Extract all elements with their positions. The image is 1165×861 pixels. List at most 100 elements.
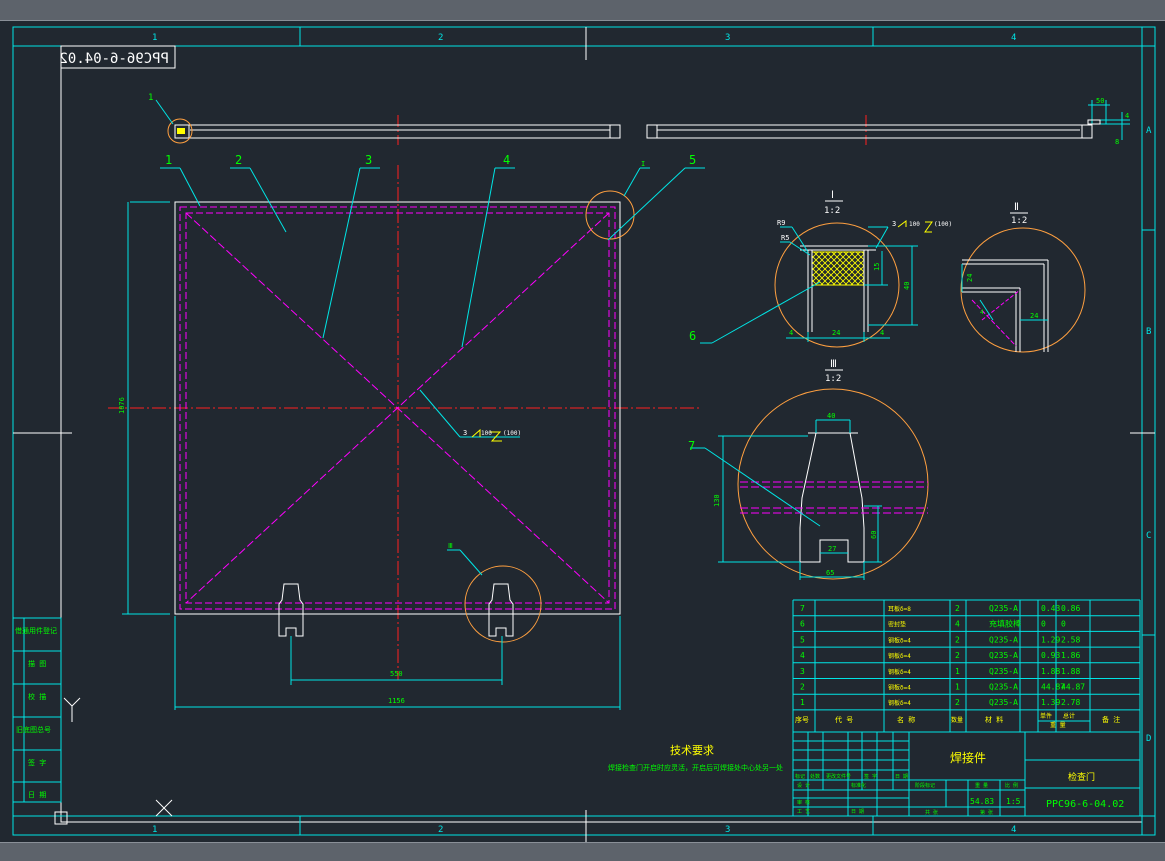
bom-row-weight-total: 1.88: [1061, 667, 1080, 676]
svg-text:日 期: 日 期: [895, 774, 908, 780]
bom-row-qty: 2: [955, 635, 960, 644]
bom-row-weight-single: 1.39: [1041, 698, 1060, 707]
svg-text:PPC96-6-04.02: PPC96-6-04.02: [59, 51, 169, 67]
svg-text:1:2: 1:2: [825, 374, 841, 384]
strip-label-5: 签 字: [28, 758, 46, 767]
bom-row-weight-total: 0: [1061, 620, 1066, 629]
bom-row-weight-single: 1.88: [1041, 667, 1060, 676]
bom-row-weight-total: 1.86: [1061, 651, 1080, 660]
zone-labels: 1 2 3 4 1 2 3 4 A B C D: [152, 33, 1152, 835]
bom-header-name: 名 称: [897, 715, 915, 724]
detail-iii: Ⅲ 1:2 40 130 60 27: [688, 359, 929, 580]
dim-1076: 1076: [118, 397, 126, 414]
bom-row-material: Q235-A: [989, 683, 1018, 692]
dim-4-left: 4: [789, 329, 793, 337]
title-block: 焊接件 检查门 PPC96-6-04.02 54.83 1:5 标记 处数 更改…: [792, 731, 1141, 817]
bom-row-material: Q235-A: [989, 604, 1018, 613]
main-balloon-3: 3: [365, 153, 372, 167]
bom-row-weight-total: 2.78: [1061, 698, 1080, 707]
row-label-a: A: [1146, 126, 1152, 136]
svg-text:重 量: 重 量: [975, 782, 988, 789]
bom-row-weight-total: 44.87: [1061, 683, 1085, 692]
bom-header-material: 材 料: [985, 715, 1003, 724]
row-label-c: C: [1146, 531, 1151, 541]
weight-value: 54.83: [970, 797, 994, 806]
bom-row-no: 3: [800, 667, 805, 676]
pickbox-cursor[interactable]: [54, 811, 68, 825]
bom-row-qty: 4: [955, 620, 960, 629]
svg-text:工 艺: 工 艺: [797, 809, 810, 815]
mirrored-drawing-number: PPC96-6-04.02: [59, 45, 176, 69]
bom-header-remark: 备 注: [1102, 715, 1120, 724]
col-label-1-bottom: 1: [152, 825, 157, 835]
weld-length-100: 100: [481, 430, 492, 437]
window-top-bar: [0, 0, 1165, 21]
svg-text:共 张: 共 张: [925, 809, 938, 816]
main-balloon-5: 5: [689, 153, 696, 167]
top-balloon-1: 1: [148, 93, 153, 103]
dim-65: 65: [826, 569, 834, 577]
row-label-b: B: [1146, 327, 1151, 337]
dim-8: 8: [1115, 138, 1119, 146]
dim-4-right: 4: [880, 329, 884, 337]
col-label-2: 2: [438, 33, 443, 43]
main-view: 1 2 3 4 5 I Ⅲ 3 100 (100) 1076 550 1156: [108, 153, 705, 710]
scale-value: 1:5: [1006, 797, 1021, 806]
row-label-d: D: [1146, 734, 1151, 744]
dim-1156: 1156: [388, 697, 405, 705]
bom-row-qty: 1: [955, 683, 960, 692]
dim-27: 27: [828, 545, 836, 553]
bom-row-material: Q235-A: [989, 635, 1018, 644]
strip-label-2: 描 图: [28, 659, 46, 668]
bom-row-no: 6: [800, 620, 805, 629]
window-bottom-bar: [0, 842, 1165, 861]
svg-text:1:2: 1:2: [824, 206, 840, 216]
weld-100-detail: 100: [909, 221, 920, 228]
detail-i: Ⅰ 1:2 R: [689, 190, 952, 348]
bom-row-weight-single: 0.43: [1041, 604, 1060, 613]
svg-text:日 期: 日 期: [851, 809, 864, 815]
drawing-number: PPC96-6-04.02: [1046, 799, 1124, 810]
weld-size-3: 3: [463, 429, 467, 437]
col-label-1: 1: [152, 33, 157, 43]
cad-drawing-canvas[interactable]: 1 2 3 4 1 2 3 4 A B C D PPC96-6-04.02: [0, 20, 1165, 842]
part-type: 焊接件: [950, 750, 986, 765]
top-view: 1 50 8 4: [148, 93, 1130, 146]
strip-label-6: 日 期: [28, 791, 46, 799]
svg-text:Ⅱ: Ⅱ: [1014, 202, 1019, 213]
strip-label-4: 旧底图总号: [16, 725, 51, 734]
svg-text:比 例: 比 例: [1005, 782, 1018, 789]
detail-ii: Ⅱ 1:2 24 4 24: [960, 202, 1086, 353]
dim-24-horz: 24: [1030, 312, 1038, 320]
balloon-6: 6: [689, 329, 696, 343]
col-label-4-bottom: 4: [1011, 825, 1016, 835]
bom-row-qty: 2: [955, 604, 960, 613]
ucs-icon: [63, 697, 173, 817]
left-strip: 借通用件登记 描 图 校 描 旧底图总号 签 字 日 期: [12, 617, 62, 803]
strip-label-1: 借通用件登记: [15, 626, 57, 635]
bom-header-no: 序号: [795, 715, 809, 724]
bom-row-name: 密封垫: [888, 621, 906, 629]
svg-text:Ⅲ: Ⅲ: [830, 359, 837, 370]
bom-row-weight-single: 1.29: [1041, 635, 1060, 644]
svg-text:审 核: 审 核: [797, 799, 810, 806]
bom-row-weight-single: 0: [1041, 620, 1046, 629]
main-balloon-4: 4: [503, 153, 510, 167]
strip-label-3: 校 描: [28, 692, 46, 701]
detail-mark-iii: Ⅲ: [448, 542, 453, 550]
bom-row-qty: 1: [955, 667, 960, 676]
bom-row-name: 钢板δ=4: [888, 668, 911, 676]
bom-header-weight: 重 量: [1050, 721, 1066, 729]
bom-row-weight-total: 0.86: [1061, 604, 1080, 613]
dim-40: 40: [903, 282, 911, 290]
svg-text:阶段标记: 阶段标记: [915, 782, 935, 789]
svg-text:处数: 处数: [810, 773, 820, 780]
r5-label: R5: [781, 234, 789, 242]
svg-text:更改文件号: 更改文件号: [826, 773, 851, 780]
bom-row-name: 钢板δ=4: [888, 684, 911, 692]
main-balloon-1: 1: [165, 153, 172, 167]
dim-24: 24: [832, 329, 840, 337]
dim-24-vert: 24: [966, 274, 974, 282]
tech-title: 技术要求: [670, 744, 714, 757]
